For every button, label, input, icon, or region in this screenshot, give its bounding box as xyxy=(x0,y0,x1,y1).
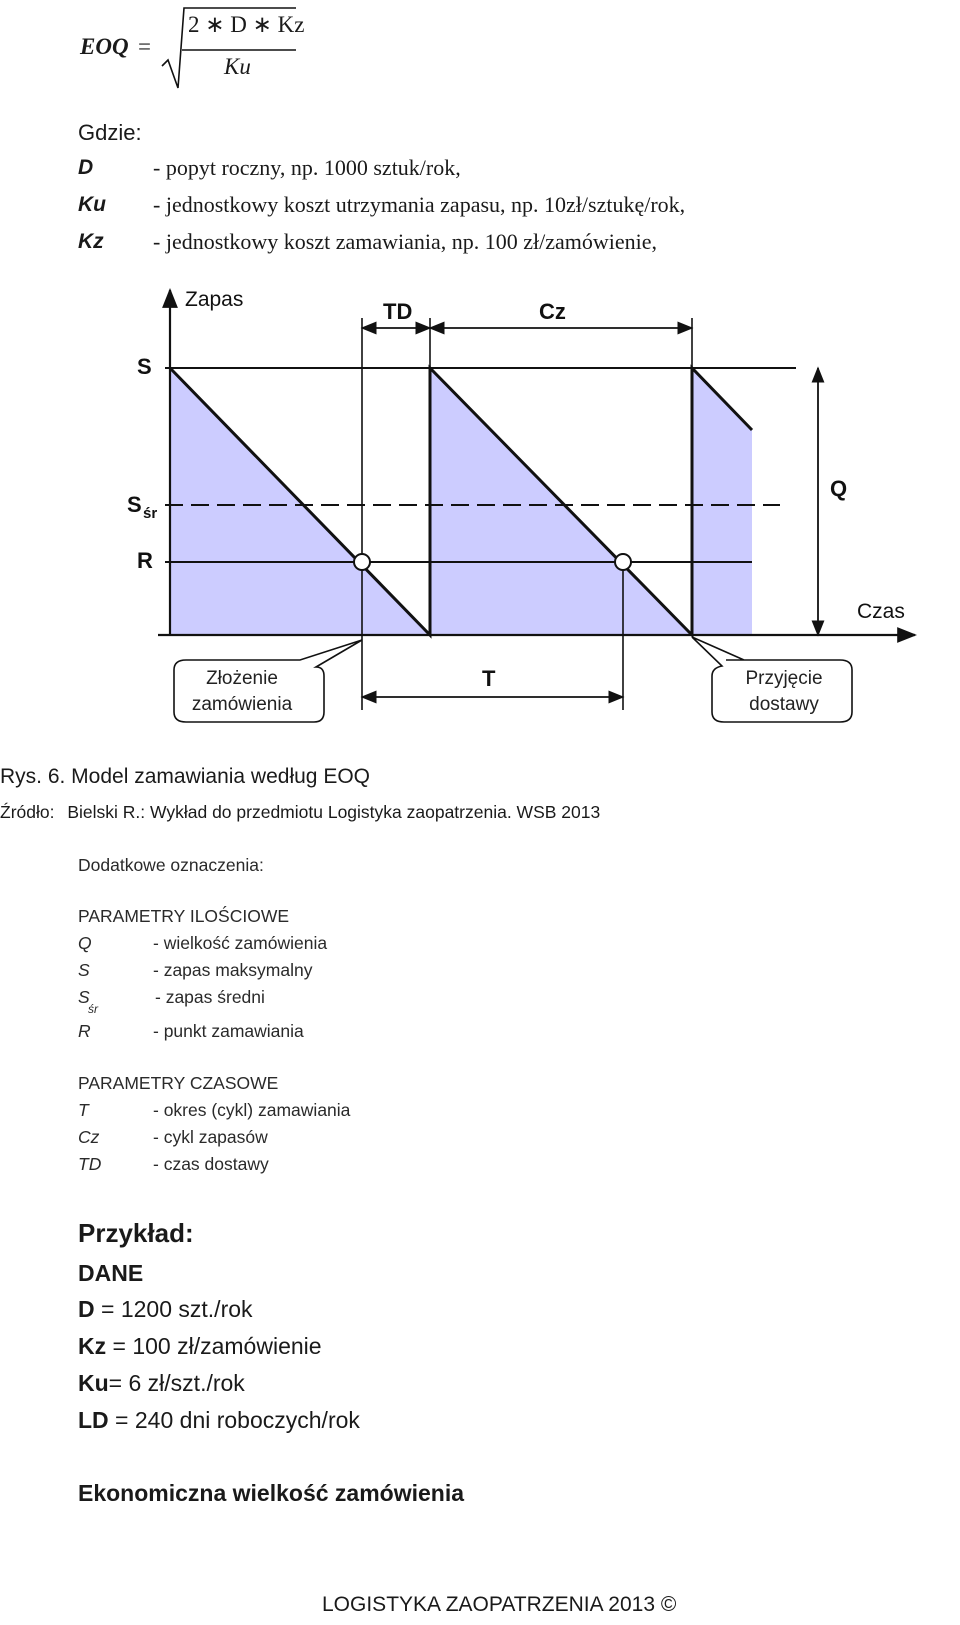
order-point-2 xyxy=(614,553,632,571)
def-text-kz: - jednostkowy koszt zamawiania, np. 100 … xyxy=(153,229,658,254)
figure-source: Źródło: Bielski R.: Wykład do przedmiotu… xyxy=(0,802,600,823)
figure-caption: Rys. 6. Model zamawiania według EOQ xyxy=(0,765,370,788)
order-point-1 xyxy=(353,553,371,571)
param-text-t: - okres (cykl) zamawiania xyxy=(153,1100,351,1120)
example-value-ku: = 6 zł/szt./rok xyxy=(108,1370,245,1396)
source-label: Źródło: xyxy=(0,802,55,822)
data-heading: DANE xyxy=(78,1260,144,1286)
time-params-heading: PARAMETRY CZASOWE xyxy=(78,1073,279,1093)
param-symbol-r: R xyxy=(78,1021,91,1041)
def-text-d: - popyt roczny, np. 1000 sztuk/rok, xyxy=(153,155,461,180)
param-text-cz: - cykl zapasów xyxy=(153,1127,268,1147)
definitions-intro: Gdzie: xyxy=(78,120,142,145)
callout-delivery-line2: dostawy xyxy=(749,694,819,715)
param-symbol-td: TD xyxy=(78,1154,102,1174)
param-text-q: - wielkość zamówienia xyxy=(153,933,328,953)
param-symbol-q: Q xyxy=(78,933,92,953)
callout-order-line1: Złożenie xyxy=(206,668,278,689)
y-axis-label: Zapas xyxy=(185,288,243,311)
label-ssr-sub: śr xyxy=(143,505,157,522)
callout-delivery xyxy=(691,636,853,723)
param-text-s: - zapas maksymalny xyxy=(153,960,313,980)
param-symbol-s: S xyxy=(78,960,90,980)
label-t: T xyxy=(482,666,496,691)
quantity-params-heading: PARAMETRY ILOŚCIOWE xyxy=(78,906,290,926)
example-label-ld: LD xyxy=(78,1407,109,1433)
label-r: R xyxy=(137,548,153,573)
def-symbol-d: D xyxy=(78,156,94,179)
label-cz: Cz xyxy=(539,299,566,324)
def-text-ku: - jednostkowy koszt utrzymania zapasu, n… xyxy=(153,192,686,217)
example-line-kz: Kz = 100 zł/zamówienie xyxy=(78,1333,322,1360)
eoq-section-heading: Ekonomiczna wielkość zamówienia xyxy=(78,1480,465,1506)
param-symbol-t: T xyxy=(78,1100,89,1120)
sqrt-sign xyxy=(161,7,296,89)
example-line-d: D = 1200 szt./rok xyxy=(78,1296,253,1323)
example-value-kz: = 100 zł/zamówienie xyxy=(106,1333,322,1359)
param-text-r: - punkt zamawiania xyxy=(153,1021,304,1041)
source-text: Bielski R.: Wykład do przedmiotu Logisty… xyxy=(67,802,601,822)
formula-denominator: Ku xyxy=(224,54,251,79)
def-symbol-kz: Kz xyxy=(78,230,104,253)
param-symbol-cz: Cz xyxy=(78,1127,100,1147)
param-text-ssr: - zapas średni xyxy=(155,987,265,1007)
param-symbol-ssr: S xyxy=(78,987,90,1007)
example-line-ku: Ku= 6 zł/szt./rok xyxy=(78,1370,245,1397)
example-value-ld: = 240 dni roboczych/rok xyxy=(108,1407,360,1433)
example-label-kz: Kz xyxy=(78,1333,107,1359)
example-title: Przykład: xyxy=(78,1218,194,1248)
callout-order xyxy=(173,639,363,723)
param-text-td: - czas dostawy xyxy=(153,1154,269,1174)
example-label-ku: Ku xyxy=(78,1370,109,1396)
sawtooth-line xyxy=(168,364,754,639)
param-symbol-ssr-sub: śr xyxy=(88,1002,98,1016)
notation-heading: Dodatkowe oznaczenia: xyxy=(78,855,264,875)
label-s: S xyxy=(137,354,152,379)
example-value-d: = 1200 szt./rok xyxy=(94,1296,253,1322)
x-axis-label: Czas xyxy=(857,600,905,623)
label-ssr: S xyxy=(127,492,142,517)
example-line-ld: LD = 240 dni roboczych/rok xyxy=(78,1407,360,1434)
eoq-diagram: Zapas Czas S S śr R Q TD Cz T Złożenie z… xyxy=(127,288,917,723)
formula-equals: = xyxy=(138,34,151,59)
formula-numerator: 2 ∗ D ∗ Kz xyxy=(188,12,305,37)
callout-delivery-line1: Przyjęcie xyxy=(745,668,822,689)
callout-order-line2: zamówienia xyxy=(192,694,293,715)
stock-area-3 xyxy=(692,368,752,635)
formula-lhs: EOQ xyxy=(80,34,129,59)
def-symbol-ku: Ku xyxy=(78,193,106,216)
page-footer: LOGISTYKA ZAOPATRZENIA 2013 © xyxy=(322,1593,677,1616)
label-td: TD xyxy=(383,299,412,324)
example-label-d: D xyxy=(78,1296,95,1322)
label-q: Q xyxy=(830,476,847,501)
